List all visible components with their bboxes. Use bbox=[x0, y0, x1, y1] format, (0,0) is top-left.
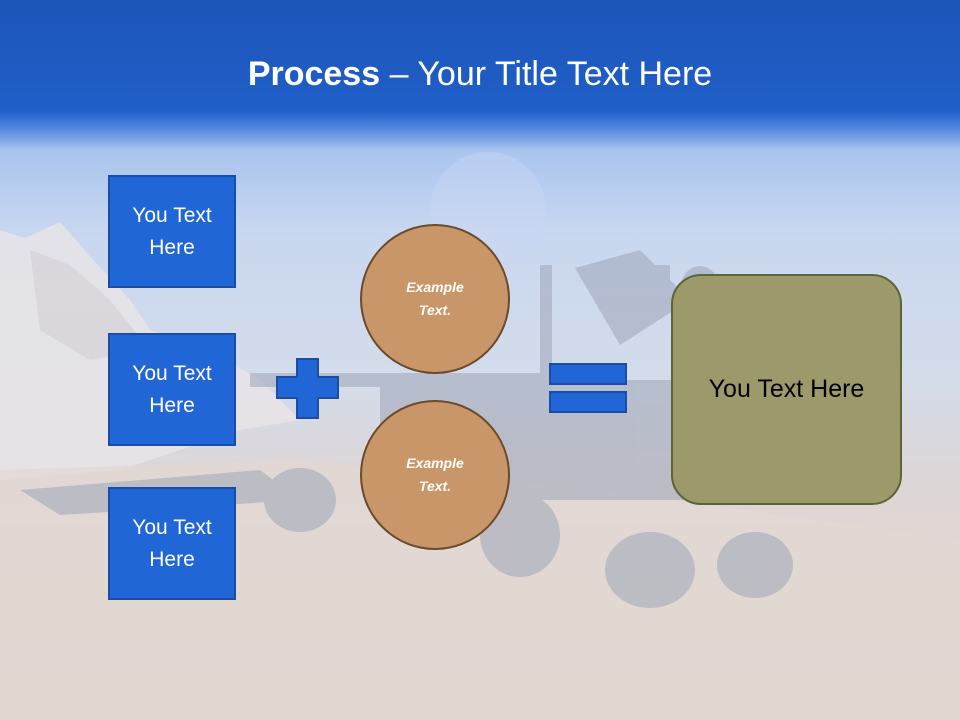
example-circle-2: Example Text. bbox=[360, 400, 510, 550]
example-circle-1-label: Example Text. bbox=[406, 279, 464, 318]
example-circle-1: Example Text. bbox=[360, 224, 510, 374]
title-dash: – bbox=[389, 55, 409, 93]
input-box-3: You Text Here bbox=[108, 487, 236, 600]
result-box-label: You Text Here bbox=[708, 375, 865, 403]
title-bold-word: Process bbox=[247, 55, 381, 93]
slide-title: Process – Your Title Text Here bbox=[0, 52, 960, 96]
input-box-2-label: You Text Here bbox=[132, 361, 212, 417]
input-box-2: You Text Here bbox=[108, 333, 236, 446]
example-circle-2-label: Example Text. bbox=[406, 455, 464, 494]
input-box-1-label: You Text Here bbox=[132, 203, 212, 259]
input-box-1: You Text Here bbox=[108, 175, 236, 288]
input-box-3-label: You Text Here bbox=[132, 515, 212, 571]
result-box: You Text Here bbox=[671, 274, 902, 505]
title-rest: Your Title Text Here bbox=[417, 55, 713, 93]
